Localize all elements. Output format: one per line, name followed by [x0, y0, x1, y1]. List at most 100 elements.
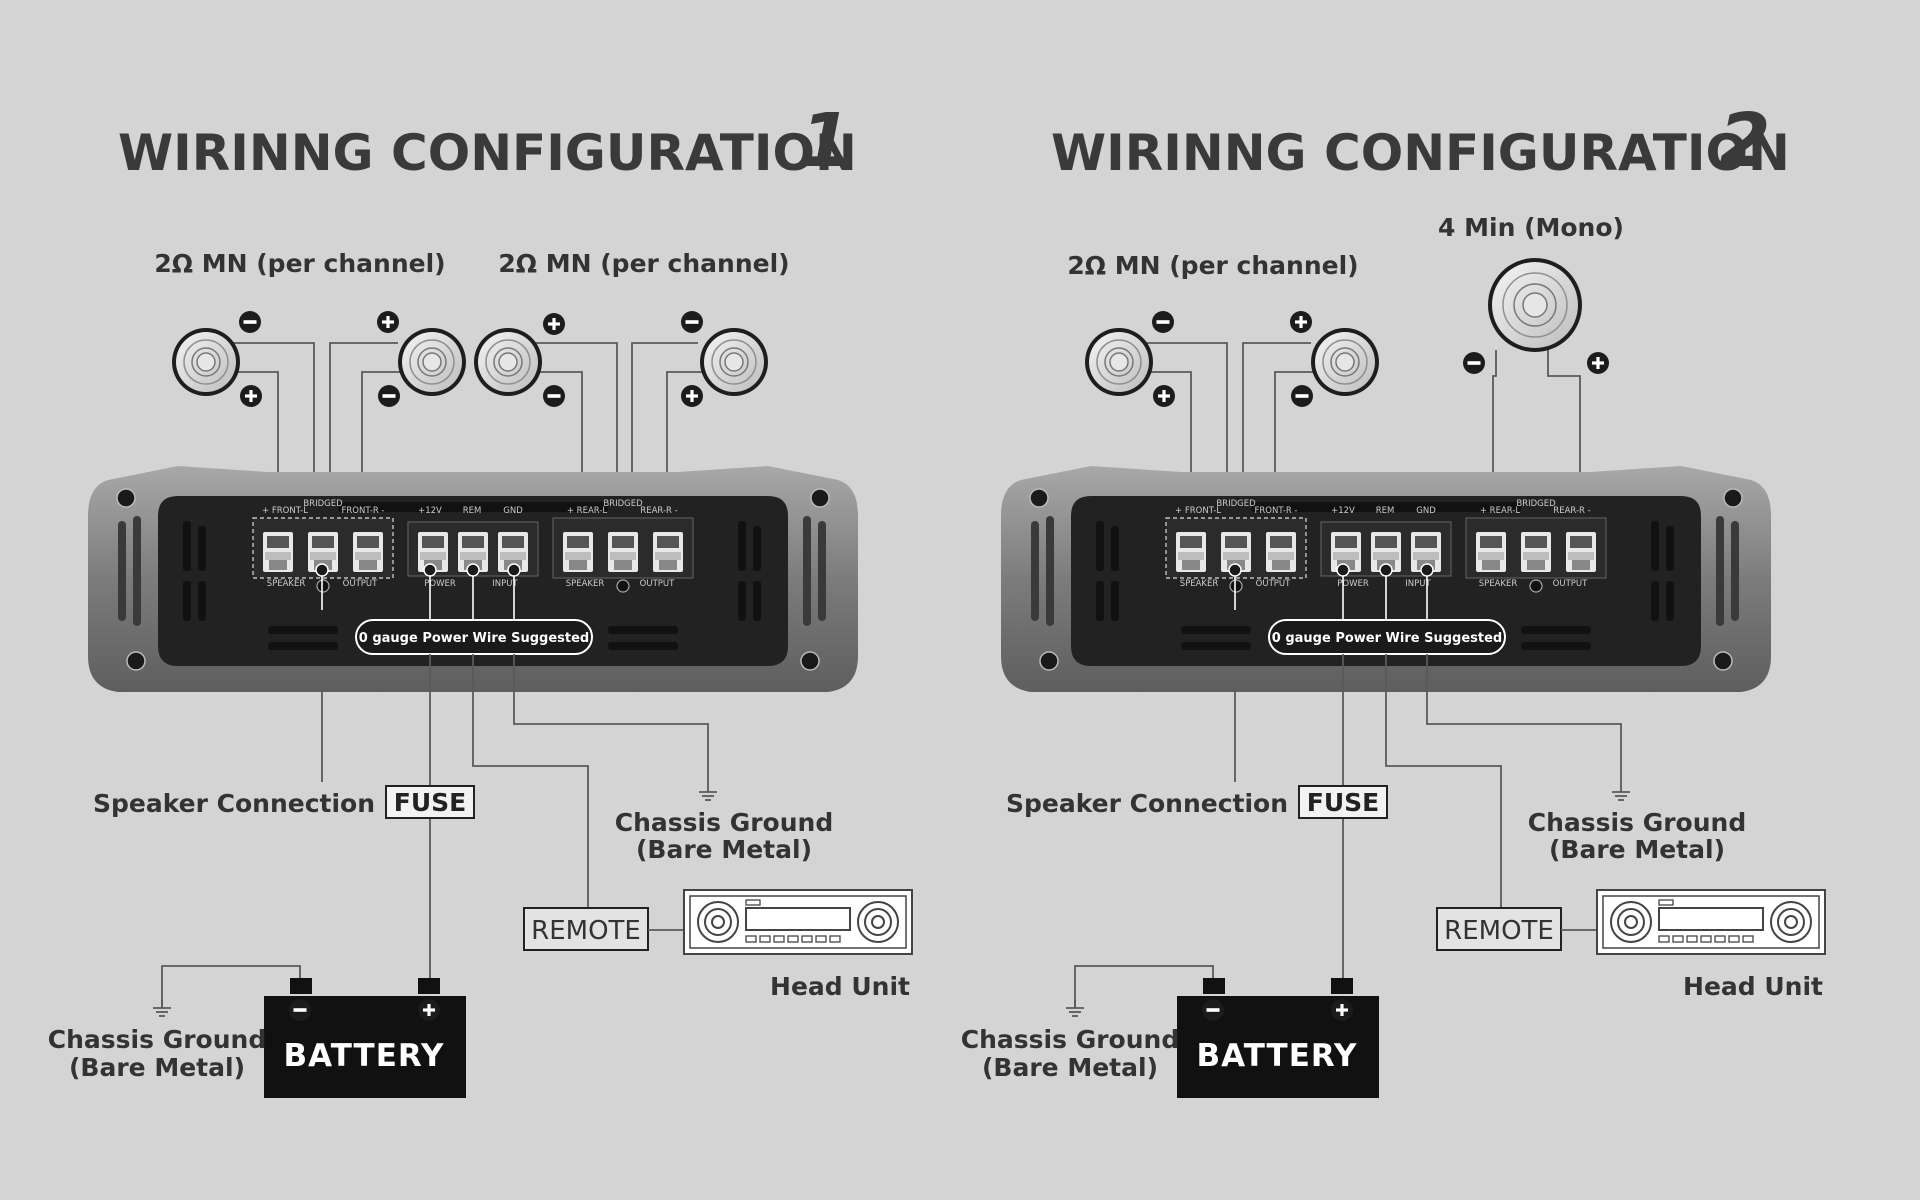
terminal-label: + REAR-L — [567, 506, 608, 516]
terminal-label: SPEAKER — [566, 579, 605, 589]
terminal-label: OUTPUT — [1256, 579, 1291, 589]
terminal-label: SPEAKER — [267, 579, 306, 589]
ground-icon — [1611, 783, 1631, 801]
ground-icon — [1065, 999, 1085, 1017]
terminal-label: INPUT — [492, 579, 518, 589]
plus-icon — [1153, 385, 1175, 407]
minus-icon — [1152, 311, 1174, 333]
battery-terminal — [418, 978, 440, 994]
plus-icon — [377, 311, 399, 333]
terminal-label: GND — [1416, 506, 1436, 516]
chassis-ground-label: Chassis Ground — [615, 808, 833, 837]
minus-icon — [239, 311, 261, 333]
terminal-labels: + FRONT-L BRIDGED FRONT-R - +12V REM GND… — [1175, 499, 1591, 589]
terminal-label: OUTPUT — [343, 579, 378, 589]
terminal-label: POWER — [1337, 579, 1369, 589]
terminal-label: REAR-R - — [1553, 506, 1590, 516]
config-number: 2 — [1719, 98, 1771, 184]
terminal-label: BRIDGED — [1516, 499, 1556, 509]
terminal-label: REM — [463, 506, 482, 516]
head-unit-label: Head Unit — [1683, 972, 1823, 1001]
remote-box — [1436, 907, 1562, 951]
ground-icon — [152, 999, 172, 1017]
speaker-connection-label: Speaker Connection — [93, 789, 375, 818]
battery-terminal — [1203, 978, 1225, 994]
terminal-label: REAR-R - — [640, 506, 677, 516]
speaker-group-label: 4 Min (Mono) — [1438, 213, 1624, 242]
minus-icon — [543, 385, 565, 407]
terminal-label: SPEAKER — [1479, 579, 1518, 589]
config-number: 1 — [800, 98, 852, 184]
speaker-icon — [1310, 327, 1380, 397]
terminal-label: +12V — [418, 506, 442, 516]
terminal-label: INPUT — [1405, 579, 1431, 589]
terminal-labels: + FRONT-L BRIDGED FRONT-R - +12V REM GND… — [262, 499, 678, 589]
battery-label: BATTERY — [283, 1038, 444, 1074]
battery-ground-label: (Bare Metal) — [982, 1053, 1158, 1082]
speaker-group-label: 2Ω MN (per channel) — [154, 249, 445, 278]
config-title: WIRINNG CONFIGURATION — [118, 124, 857, 182]
head-unit-label: Head Unit — [770, 972, 910, 1001]
terminal-label: GND — [503, 506, 523, 516]
battery-ground-label: Chassis Ground — [961, 1025, 1179, 1054]
terminal-label: POWER — [424, 579, 456, 589]
power-wire-note-text: 0 gauge Power Wire Suggested — [359, 631, 589, 646]
remote-label: REMOTE — [531, 916, 641, 946]
speaker-group-label: 2Ω MN (per channel) — [498, 249, 789, 278]
speaker-group-label: 2Ω MN (per channel) — [1067, 251, 1358, 280]
terminal-label: SPEAKER — [1180, 579, 1219, 589]
fuse-label: FUSE — [394, 788, 466, 817]
remote-box — [523, 907, 649, 951]
plus-icon — [418, 999, 440, 1021]
speaker-icon — [1084, 327, 1154, 397]
fuse — [385, 785, 475, 819]
terminal-label: REM — [1376, 506, 1395, 516]
terminal-label: BRIDGED — [603, 499, 643, 509]
terminal-label: FRONT-R - — [342, 506, 385, 516]
minus-icon — [1291, 385, 1313, 407]
config-1: WIRINNG CONFIGURATION 1 2Ω MN (per chann… — [48, 98, 913, 1098]
plus-icon — [543, 313, 565, 335]
minus-icon — [1202, 999, 1224, 1021]
terminal-label: OUTPUT — [1553, 579, 1588, 589]
battery-terminal — [1331, 978, 1353, 994]
terminal-label: FRONT-R - — [1255, 506, 1298, 516]
terminal-label: + REAR-L — [1480, 506, 1521, 516]
terminal-label: BRIDGED — [303, 499, 343, 509]
plus-icon — [1290, 311, 1312, 333]
mono-speaker-icon — [1488, 258, 1582, 352]
terminal-label: + FRONT-L — [1175, 506, 1221, 516]
fuse — [1298, 785, 1388, 819]
plus-icon — [240, 385, 262, 407]
plus-icon — [1331, 999, 1353, 1021]
terminal-label: OUTPUT — [640, 579, 675, 589]
config-title: WIRINNG CONFIGURATION — [1051, 124, 1790, 182]
speaker-icon — [473, 327, 543, 397]
power-wire-note-text: 0 gauge Power Wire Suggested — [1272, 631, 1502, 646]
speaker-connection-label: Speaker Connection — [1006, 789, 1288, 818]
chassis-ground-label: (Bare Metal) — [1549, 835, 1725, 864]
battery-ground-label: (Bare Metal) — [69, 1053, 245, 1082]
terminal-label: +12V — [1331, 506, 1355, 516]
terminal-label: + FRONT-L — [262, 506, 308, 516]
battery-terminal — [290, 978, 312, 994]
remote-label: REMOTE — [1444, 916, 1554, 946]
chassis-ground-label: (Bare Metal) — [636, 835, 812, 864]
plus-icon — [681, 385, 703, 407]
ground-icon — [698, 783, 718, 801]
battery-ground-label: Chassis Ground — [48, 1025, 266, 1054]
power-wire-note — [355, 619, 593, 655]
minus-icon — [289, 999, 311, 1021]
speaker-icon — [699, 327, 769, 397]
head-unit-icon — [1596, 889, 1826, 955]
minus-icon — [681, 311, 703, 333]
speaker-icon — [171, 327, 241, 397]
head-unit-icon — [683, 889, 913, 955]
power-wire-note — [1268, 619, 1506, 655]
fuse-label: FUSE — [1307, 788, 1379, 817]
config-2: WIRINNG CONFIGURATION 2 2Ω MN (per chann… — [961, 98, 1826, 1098]
speaker-icon — [397, 327, 467, 397]
terminal-label: BRIDGED — [1216, 499, 1256, 509]
battery-label: BATTERY — [1196, 1038, 1357, 1074]
